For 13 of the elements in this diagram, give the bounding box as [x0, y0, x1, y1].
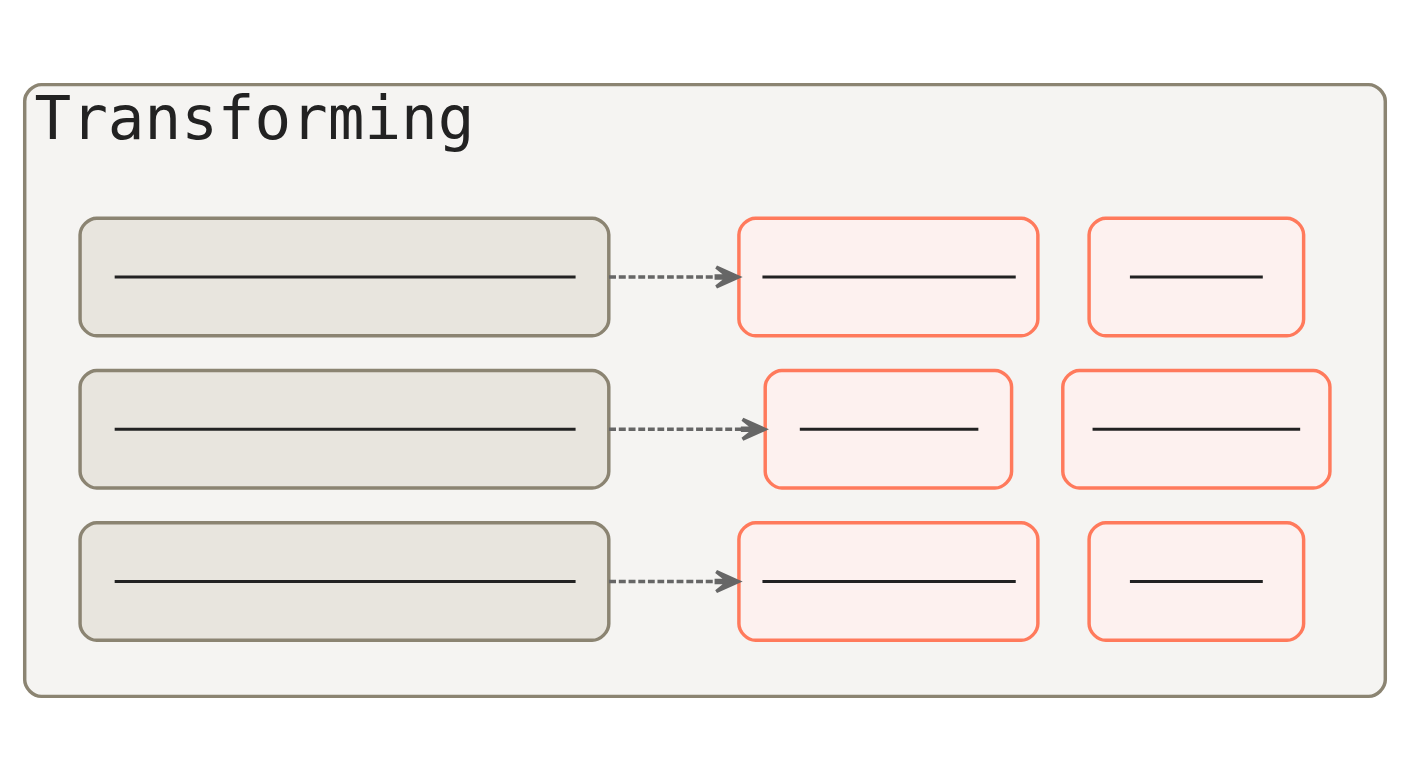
node-box: [737, 520, 1040, 642]
node-box: [1061, 368, 1332, 490]
node-box: [78, 215, 611, 338]
arrow: [608, 417, 767, 441]
node-box: [763, 368, 1014, 490]
node-box: [78, 368, 611, 490]
node-box: [737, 215, 1040, 338]
node-box: [1087, 520, 1306, 642]
cluster: Transforming: [22, 82, 1388, 698]
node-box: [1087, 215, 1306, 338]
node-box: [78, 520, 611, 642]
arrow: [608, 569, 741, 593]
arrow: [608, 264, 741, 289]
